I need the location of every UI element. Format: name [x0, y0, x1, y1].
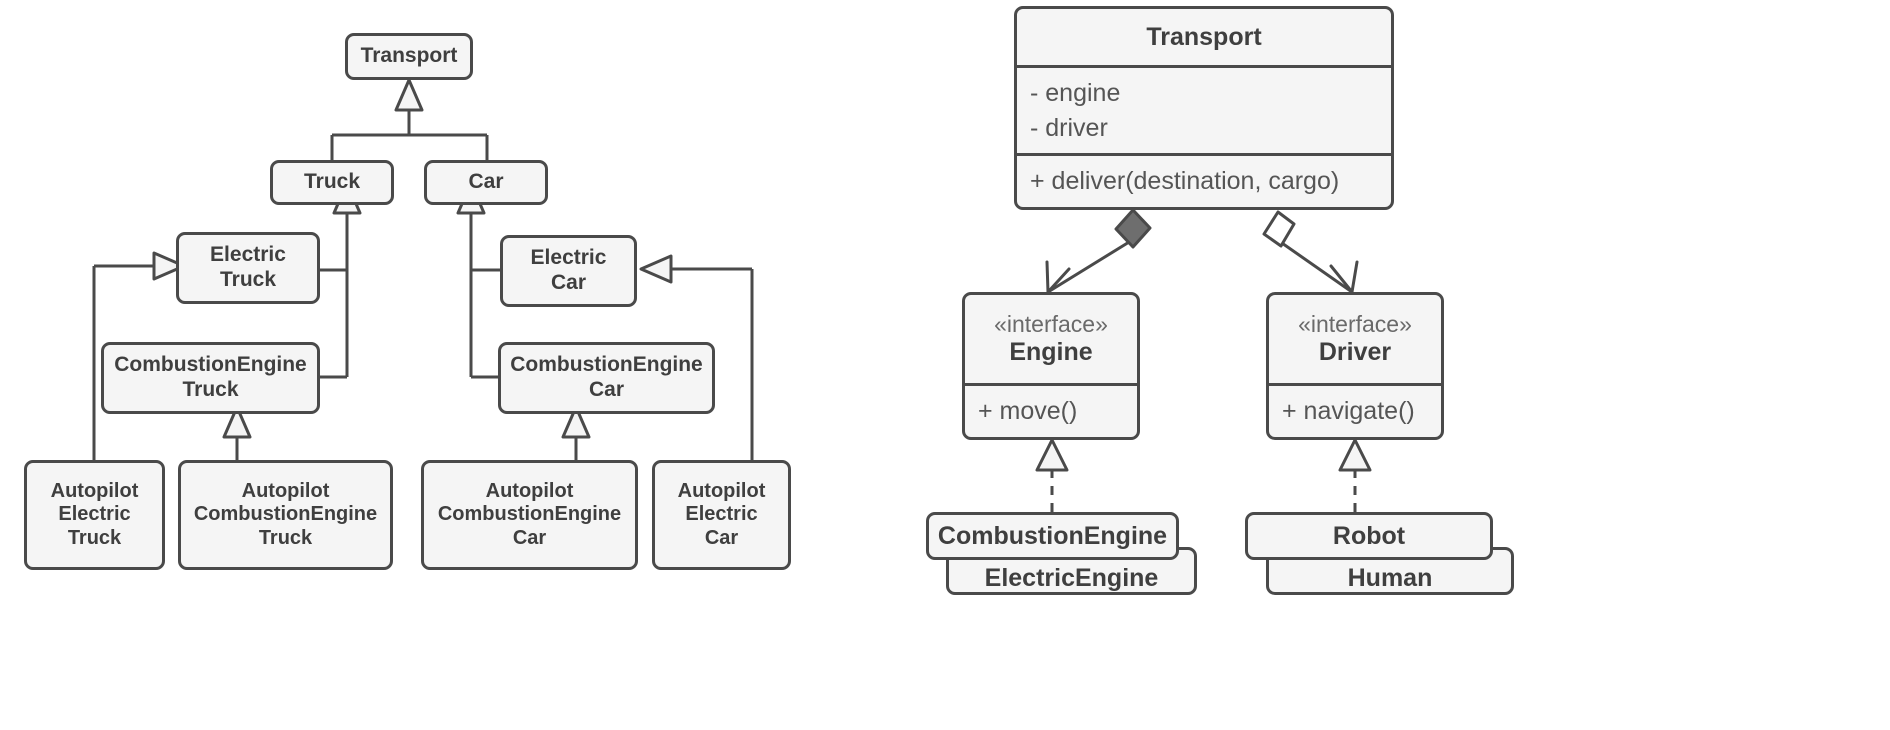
composition-diamond [1114, 208, 1152, 249]
transport-name-compartment: Transport [1017, 9, 1391, 65]
edge-transport-engine-composition [1046, 237, 1136, 294]
class-node-car[interactable]: Car [424, 160, 548, 205]
edge-transport-children [330, 110, 489, 160]
class-box-transport[interactable]: Transport - engine - driver + deliver(de… [1014, 6, 1394, 210]
class-node-label: Electric Truck [210, 243, 286, 291]
class-name-label: CombustionEngine [937, 521, 1168, 550]
class-node-autopilot-electric-car[interactable]: Autopilot Electric Car [652, 460, 791, 570]
class-box-combustion-engine[interactable]: CombustionEngine [926, 512, 1179, 560]
realization-triangle-engine [1035, 438, 1069, 472]
class-box-driver-interface[interactable]: «interface» Driver + navigate() [1266, 292, 1444, 440]
class-node-label: Autopilot CombustionEngine Car [437, 479, 622, 549]
class-node-label: Autopilot CombustionEngine Truck [193, 479, 378, 549]
generalization-triangle-transport [394, 78, 424, 112]
transport-attributes-compartment: - engine - driver [1017, 65, 1391, 153]
class-node-label: Car [468, 170, 504, 194]
class-box-engine-interface[interactable]: «interface» Engine + move() [962, 292, 1140, 440]
class-name-label: Engine [1009, 337, 1093, 366]
operation-navigate: + navigate() [1282, 397, 1415, 425]
class-node-truck[interactable]: Truck [270, 160, 394, 205]
class-node-label: Autopilot Electric Car [677, 479, 766, 549]
transport-operations-compartment: + deliver(destination, cargo) [1017, 153, 1391, 207]
class-node-label: Electric Car [530, 246, 607, 294]
operation-deliver: + deliver(destination, cargo) [1030, 167, 1340, 195]
class-node-autopilot-combustionengine-car[interactable]: Autopilot CombustionEngine Car [421, 460, 638, 570]
class-name-label: Transport [1146, 22, 1262, 51]
class-node-label: CombustionEngine Truck [114, 353, 307, 401]
class-name-label: ElectricEngine [984, 563, 1159, 592]
realization-triangle-driver [1338, 438, 1372, 472]
engine-name-compartment: «interface» Engine [965, 295, 1137, 383]
edge-transport-driver-aggregation [1277, 239, 1354, 294]
class-node-autopilot-electric-truck[interactable]: Autopilot Electric Truck [24, 460, 165, 570]
engine-operations-compartment: + move() [965, 383, 1137, 437]
class-name-label: Human [1347, 563, 1433, 592]
class-node-label: CombustionEngine Car [510, 353, 703, 401]
class-box-robot[interactable]: Robot [1245, 512, 1493, 560]
operation-move: + move() [978, 397, 1078, 425]
edge-truck-children [320, 213, 349, 379]
class-name-label: Driver [1318, 337, 1392, 366]
edge-car-children [469, 213, 500, 379]
generalization-triangle-electriccar [639, 254, 673, 284]
class-node-electric-car[interactable]: Electric Car [500, 235, 637, 307]
class-node-label: Autopilot Electric Truck [50, 479, 139, 549]
engine-stereotype-label: «interface» [994, 311, 1108, 338]
driver-stereotype-label: «interface» [1298, 311, 1412, 338]
class-node-combustionengine-car[interactable]: CombustionEngine Car [498, 342, 715, 414]
class-name-label: Robot [1332, 521, 1406, 550]
composition-arrowhead [1045, 260, 1071, 296]
aggregation-arrowhead [1329, 260, 1359, 296]
attribute-engine: - engine [1030, 78, 1121, 107]
driver-operations-compartment: + navigate() [1269, 383, 1441, 437]
class-node-autopilot-combustionengine-truck[interactable]: Autopilot CombustionEngine Truck [178, 460, 393, 570]
class-node-combustionengine-truck[interactable]: CombustionEngine Truck [101, 342, 320, 414]
class-node-electric-truck[interactable]: Electric Truck [176, 232, 320, 304]
class-node-transport[interactable]: Transport [345, 33, 473, 80]
attribute-driver: - driver [1030, 113, 1108, 142]
class-node-label: Transport [360, 44, 458, 68]
class-node-label: Truck [303, 170, 361, 194]
driver-name-compartment: «interface» Driver [1269, 295, 1441, 383]
aggregation-diamond [1262, 210, 1296, 248]
